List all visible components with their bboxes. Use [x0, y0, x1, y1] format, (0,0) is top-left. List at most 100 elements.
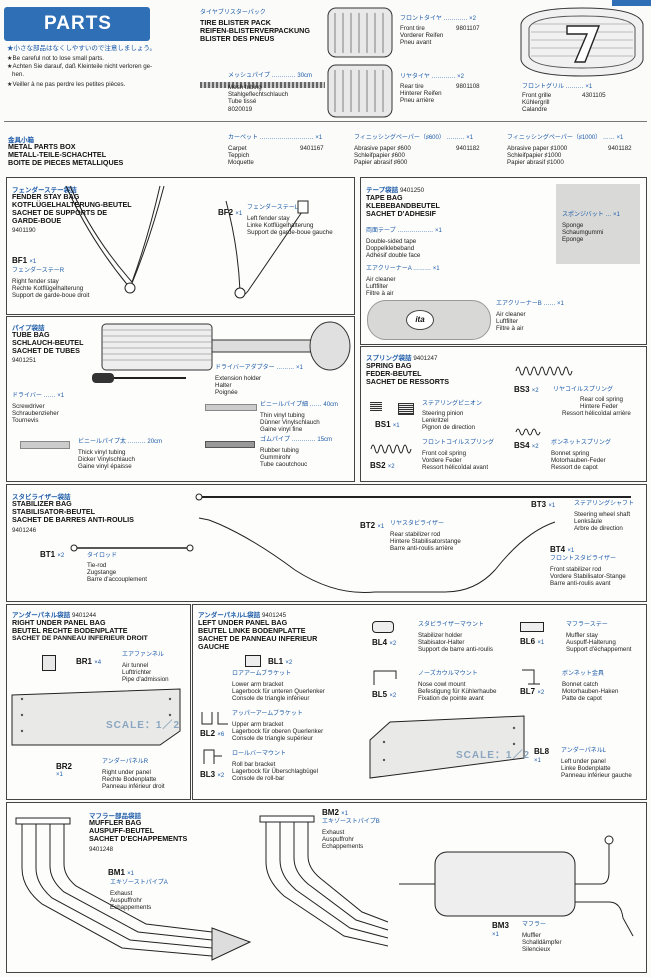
- bf2-en: Left fender stay: [247, 215, 290, 222]
- bl8-fr: Panneau inférieur gauche: [561, 772, 632, 779]
- bt4-de: Vordere Stabilisator-Stange: [550, 573, 626, 580]
- thin-tube-image: [205, 404, 257, 411]
- rubber-tube-fr: Tube caoutchouc: [260, 461, 308, 468]
- bl2-de: Lagerbock für oberen Querlenker: [232, 728, 324, 735]
- bs2-label: BS2 ×2: [370, 461, 395, 470]
- spring-bag-fr: SACHET DE RESSORTS: [366, 377, 450, 386]
- bf1-label: BF1 ×1: [12, 256, 37, 265]
- air-cleaner-b-jp: エアクリーナーB …… ×1: [496, 301, 564, 307]
- br1-de: Lufttrichter: [122, 669, 152, 676]
- bl1-de: Lagerbock für unteren Querlenker: [232, 688, 325, 695]
- rear-tire-en: Rear tire: [400, 83, 424, 90]
- bl6-jp: マフラーステー: [566, 622, 608, 628]
- screwdriver-image: [92, 373, 186, 383]
- bm2-fr: Echappements: [322, 843, 364, 850]
- bl8-de: Linke Bodenplatte: [561, 765, 611, 772]
- bl1-fr: Console de triangle inférieur: [232, 695, 310, 702]
- bs2-en: Front coil spring: [422, 450, 467, 457]
- bf2-jp: フェンダーステーL: [247, 205, 299, 211]
- bt1-en: Tie-rod: [87, 562, 107, 569]
- fender-bag-fr2: GARDE-BOUE: [12, 216, 62, 225]
- bf2-label: BF2 ×1: [218, 208, 243, 217]
- fender-bag-de: KOTFLÜGELHALTERUNG-BEUTEL: [12, 200, 132, 209]
- rear-tire-fr: Pneu arrière: [400, 97, 435, 104]
- bt1-fr: Barre d'accouplement: [87, 576, 147, 583]
- bl8-qty: ×1: [534, 758, 541, 764]
- front-tire-fr: Pneu avant: [400, 39, 432, 46]
- muffler-bag-fr: SACHET D'ECHAPPEMENTS: [89, 834, 188, 843]
- bl1-jp: ロアアームブラケット: [232, 671, 292, 677]
- paper600-en: Abrasive paper ♯600: [354, 145, 411, 152]
- tape-de: Doppelklebeband: [366, 245, 415, 252]
- holder-fr: Poignée: [215, 389, 238, 396]
- bl3-jp: ロールバーマウント: [232, 751, 287, 757]
- bm1-en: Exhaust: [110, 890, 133, 897]
- rear-tire-num: 9801108: [456, 83, 480, 90]
- grille-en: Front grille: [522, 92, 552, 99]
- thin-tube-de: Dünner Vinylschlauch: [260, 419, 320, 426]
- parts-title: PARTS: [44, 13, 112, 34]
- bl5-jp: ノーズカウルマウント: [418, 671, 478, 677]
- thick-tube-de: Dicker Vinylschlauch: [78, 456, 135, 463]
- br2-en: Right under panel: [102, 769, 151, 776]
- upper-arm-bracket-image: [201, 712, 228, 725]
- stab-bag-fr: SACHET DE BARRES ANTI-ROULIS: [12, 515, 134, 524]
- paper1000-num: 9401182: [608, 145, 632, 152]
- stabilizer-rod-image: [198, 517, 556, 593]
- grille-jp: フロントグリル ……… ×1: [522, 84, 593, 90]
- paper600-jp: フィニッシングペーパー（♯600） ……… ×1: [354, 135, 474, 141]
- warning-fr: ★Veiller à ne pas perdre les petites piè…: [7, 81, 126, 88]
- bs2-jp: フロントコイルスプリング: [422, 440, 495, 446]
- front-tire-image: [327, 7, 393, 58]
- mesh-jp: メッシュパイプ ………… 30cm: [228, 73, 313, 79]
- air-cleaner-a-fr: Filtre à air: [366, 290, 394, 297]
- bl7-label: BL7 ×2: [520, 687, 545, 696]
- left-panel-scale: SCALE：1／2: [456, 750, 531, 761]
- bs4-jp: ボンネットスプリング: [551, 440, 611, 446]
- air-cleaner-b-en: Air cleaner: [496, 311, 526, 318]
- bt2-label: BT2 ×1: [360, 521, 385, 530]
- br2-fr: Panneau inférieur droit: [102, 783, 165, 790]
- bt1-jp: タイロッド: [87, 553, 118, 559]
- pinion-image-2: [398, 403, 414, 415]
- bt1-label: BT1 ×2: [40, 550, 65, 559]
- bl2-label: BL2 ×6: [200, 729, 225, 738]
- bl7-jp: ボンネット金具: [562, 671, 604, 677]
- tape-fr: Adhésif double face: [366, 252, 421, 259]
- bf2-de: Linke Kotflügelhalterung: [247, 222, 314, 229]
- bl4-fr: Support de barre anti-roulis: [418, 646, 493, 653]
- screwdriver-jp: ドライバー …… ×1: [12, 393, 65, 399]
- tape-jp: 両面テープ ……………… ×1: [366, 228, 442, 234]
- bt2-en: Rear stabilizer rod: [390, 531, 441, 538]
- bm3-de: Schalldämpfer: [522, 939, 562, 946]
- fender-bag-fr: SACHET DE SUPPORTS DE: [12, 208, 108, 217]
- tube-bag-en: TUBE BAG: [12, 330, 50, 339]
- bt2-de: Hintere Stabilisatorstange: [390, 538, 461, 545]
- rear-tire-image: [327, 64, 393, 118]
- paper1000-de: Schleifpapier ♯1000: [507, 152, 562, 159]
- air-cleaner-b-de: Luftfilter: [496, 318, 519, 325]
- thick-tube-en: Thick vinyl tubing: [78, 449, 126, 456]
- grille-de: Kühlergrill: [522, 99, 550, 106]
- bs3-de: Hintere Feder: [580, 403, 618, 410]
- bf1-jp: フェンダーステーR: [12, 268, 65, 274]
- fender-stay-right-image: [65, 185, 165, 294]
- right-panel-jp: アンダーパネル袋詰 9401244: [12, 612, 97, 619]
- sponge-fr: Eponge: [562, 236, 584, 243]
- right-panel-en: RIGHT UNDER PANEL BAG: [12, 618, 106, 627]
- tube-bag-de: SCHLAUCH-BEUTEL: [12, 338, 84, 347]
- bt2-jp: リヤスタビライザー: [390, 521, 445, 527]
- bt3-jp: ステアリングシャフト: [574, 501, 635, 507]
- bs2-de: Vordere Feder: [422, 457, 462, 464]
- right-under-panel-image: [11, 688, 181, 746]
- tube-bag-num: 9401251: [12, 357, 37, 364]
- fender-bag-en: FENDER STAY BAG: [12, 192, 80, 201]
- left-panel-en: LEFT UNDER PANEL BAG: [198, 618, 288, 627]
- bs4-fr: Ressort de capot: [551, 464, 598, 471]
- tire-pack-jp: タイヤブリスターパック: [200, 10, 266, 16]
- metal-box-de: METALL-TEILE-SCHACHTEL: [8, 150, 107, 159]
- left-panel-de: BEUTEL LINKE BODENPLATTE: [198, 626, 306, 635]
- bs1-fr: Pignon de direction: [422, 424, 475, 431]
- tape-bag-fr: SACHET D'ADHESIF: [366, 209, 436, 218]
- bl7-fr: Patte de capot: [562, 695, 602, 702]
